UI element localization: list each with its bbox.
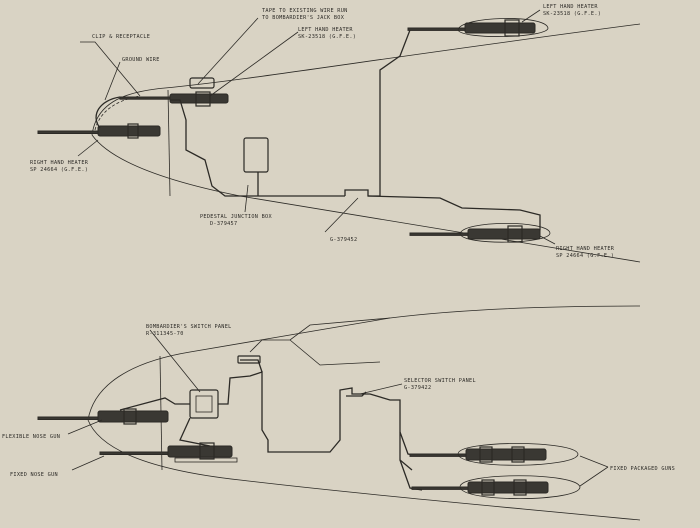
top-flexible-gun	[37, 123, 161, 139]
bottom-junction-box	[237, 355, 261, 364]
leader-fixed-gun	[71, 455, 105, 471]
top-diagram: TAPE TO EXISTING WIRE RUN TO BOMBARDIER'…	[30, 4, 641, 263]
label-bombardier-panel-2: R-311345-70	[146, 331, 184, 337]
leader-pedestal-box	[244, 184, 249, 213]
label-bombardier-panel-1: BOMBARDIER'S SWITCH PANEL	[146, 324, 232, 330]
label-fixed-nose-gun: FIXED NOSE GUN	[10, 472, 58, 478]
label-right-heater-nose-1: RIGHT HAND HEATER	[30, 160, 89, 166]
bottom-nose-wire	[119, 397, 211, 447]
leader-flexible-gun	[67, 419, 103, 435]
fixed-packaged-gun-upper	[409, 443, 579, 466]
bottom-diagram: BOMBARDIER'S SWITCH PANEL R-311345-70 SE…	[2, 305, 675, 521]
bottom-fixed-gun	[99, 442, 238, 463]
top-nose-heater-wire	[95, 96, 345, 197]
leader-right-heater-side	[539, 235, 556, 245]
label-right-heater-side-2: SP 24664 (G.F.E.)	[556, 253, 614, 259]
label-left-heater-nose-2: SK-23518 (G.F.E.)	[298, 34, 356, 40]
fixed-packaged-gun-lower	[411, 475, 581, 499]
leader-left-heater-side	[521, 9, 541, 23]
label-tape-to-wire-1: TAPE TO EXISTING WIRE RUN	[262, 8, 348, 14]
label-tape-to-wire-2: TO BOMBARDIER'S JACK BOX	[262, 15, 345, 21]
pedestal-junction-box	[243, 137, 269, 173]
selector-panel-marker	[346, 391, 367, 397]
leader-selector-panel	[359, 383, 403, 395]
bottom-main-wire	[218, 371, 413, 471]
top-nose-glazing	[94, 95, 141, 131]
leader-tape-to-wire	[197, 17, 259, 85]
label-flexible-nose-gun: FLEXIBLE NOSE GUN	[2, 434, 60, 440]
bottom-canopy	[249, 317, 391, 366]
leader-clip-receptacle	[80, 41, 141, 97]
top-nose-frame	[167, 89, 171, 197]
bombardier-switch-panel	[189, 389, 219, 419]
label-selector-panel-1: SELECTOR SWITCH PANEL	[404, 378, 476, 384]
bottom-feed-wire	[240, 359, 263, 373]
top-upper-gun-assembly	[119, 77, 229, 107]
top-fuselage-outline	[91, 23, 641, 136]
label-left-heater-side-1: LEFT HAND HEATER	[543, 4, 598, 10]
leader-bombardier-panel	[149, 329, 201, 393]
leader-left-heater-nose	[209, 31, 299, 97]
label-pedestal-box-1: PEDESTAL JUNCTION BOX	[200, 214, 272, 220]
top-main-trunk	[344, 29, 530, 197]
bottom-fuselage-belly	[87, 419, 641, 521]
top-rear-right-gun	[409, 223, 551, 243]
leader-right-heater-nose	[77, 139, 99, 157]
label-clip-receptacle: CLIP & RECEPTACLE	[92, 34, 150, 40]
bottom-flexible-gun	[37, 408, 169, 425]
label-right-heater-nose-2: SP 24664 (G.F.E.)	[30, 167, 88, 173]
label-left-heater-nose-1: LEFT HAND HEATER	[298, 27, 353, 33]
bottom-packaged-wire	[399, 431, 423, 491]
leader-packaged-guns	[579, 455, 609, 487]
top-rear-left-gun	[407, 18, 549, 37]
top-fuselage-belly	[91, 134, 641, 263]
label-fixed-packaged-guns: FIXED PACKAGED GUNS	[610, 466, 675, 472]
bombardier-switch-panel-face	[195, 395, 213, 413]
bottom-fuselage-outline	[87, 305, 641, 421]
label-part-number: G-379452	[330, 237, 357, 243]
leader-part-number	[324, 197, 359, 233]
label-left-heater-side-2: SK-23518 (G.F.E.)	[543, 11, 601, 17]
label-selector-panel-2: G-379422	[404, 385, 431, 391]
label-right-heater-side-1: RIGHT HAND HEATER	[556, 246, 615, 252]
label-pedestal-box-2: D-379457	[210, 221, 237, 227]
label-ground-wire: GROUND WIRE	[122, 57, 160, 63]
leader-ground-wire	[104, 61, 121, 101]
